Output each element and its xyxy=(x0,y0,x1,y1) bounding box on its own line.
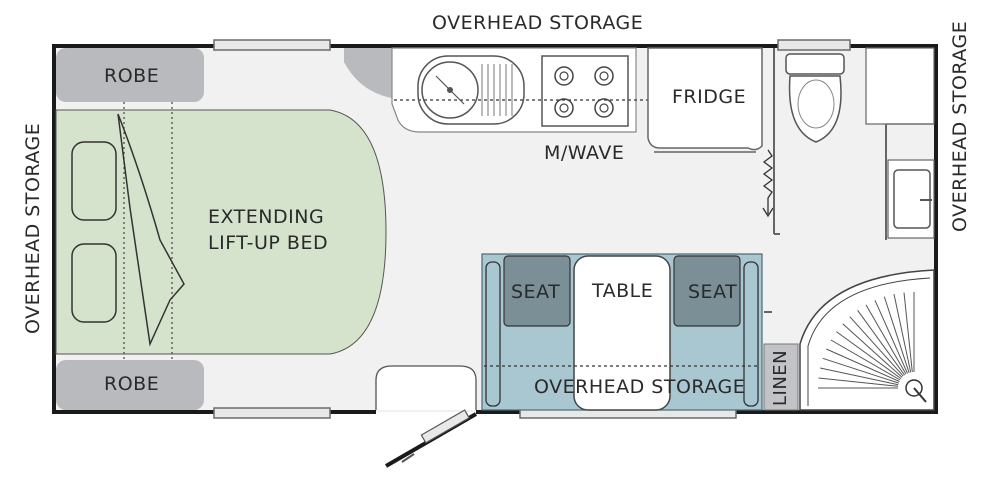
overhead-storage-bottom-label: OVERHEAD STORAGE xyxy=(534,376,746,398)
shower-ray xyxy=(874,300,908,374)
shower-ray xyxy=(818,377,899,387)
shower-ray xyxy=(865,304,907,375)
shower-ray xyxy=(883,296,910,373)
wheel-arch xyxy=(375,365,477,410)
shower-ray xyxy=(830,339,901,381)
shower-ray xyxy=(893,293,912,373)
bed-lift-mechanism xyxy=(117,113,185,347)
shower-ray xyxy=(826,348,900,382)
bed-label-line1: EXTENDING xyxy=(208,206,325,228)
seat-cushion-right xyxy=(673,255,741,327)
robe-top-label: ROBE xyxy=(104,65,160,87)
shower-ray xyxy=(822,357,899,384)
overhead-storage-top-label: OVERHEAD STORAGE xyxy=(432,12,644,34)
bathroom-cabinet xyxy=(865,47,935,125)
seat-cushion-left xyxy=(503,255,571,327)
shower-drain-lines xyxy=(818,292,915,389)
windows xyxy=(213,39,851,419)
shower-ray xyxy=(857,310,906,376)
overhead-storage-right-label: OVERHEAD STORAGE xyxy=(949,20,971,232)
entry-door xyxy=(384,409,478,468)
vent-zigzag xyxy=(762,149,774,214)
vanity-basin xyxy=(887,159,935,239)
corner-cabinet xyxy=(344,48,392,98)
bed-label-line2: LIFT-UP BED xyxy=(208,232,329,254)
cooktop xyxy=(541,55,629,127)
seat-left-label: SEAT xyxy=(511,281,561,303)
table-label: TABLE xyxy=(592,280,654,302)
linen-label: LINEN xyxy=(770,349,791,406)
toilet xyxy=(785,53,845,143)
sink xyxy=(417,55,525,125)
pillow-bottom xyxy=(71,243,117,323)
overhead-storage-left-label: OVERHEAD STORAGE xyxy=(22,122,44,334)
backrest-left xyxy=(485,261,501,407)
bed-lines xyxy=(123,102,173,360)
shower-ray xyxy=(836,331,902,380)
fridge xyxy=(647,47,763,151)
shower xyxy=(799,269,935,411)
shower-ray xyxy=(903,292,913,373)
shower-ray xyxy=(849,316,904,377)
vent-arrow xyxy=(762,207,774,218)
shower-ray xyxy=(819,367,899,386)
fridge-label: FRIDGE xyxy=(672,86,747,108)
robe-bottom xyxy=(56,360,204,410)
robe-top xyxy=(56,48,204,102)
dining-table xyxy=(573,255,671,411)
microwave-label: M/WAVE xyxy=(544,142,625,164)
seat-right-label: SEAT xyxy=(688,281,738,303)
shower-ray xyxy=(842,323,903,378)
pillow-top xyxy=(71,141,117,221)
linen-cabinet xyxy=(763,343,799,411)
kitchen-counter xyxy=(391,47,637,133)
robe-bottom-label: ROBE xyxy=(104,373,160,395)
backrest-right xyxy=(743,261,759,407)
